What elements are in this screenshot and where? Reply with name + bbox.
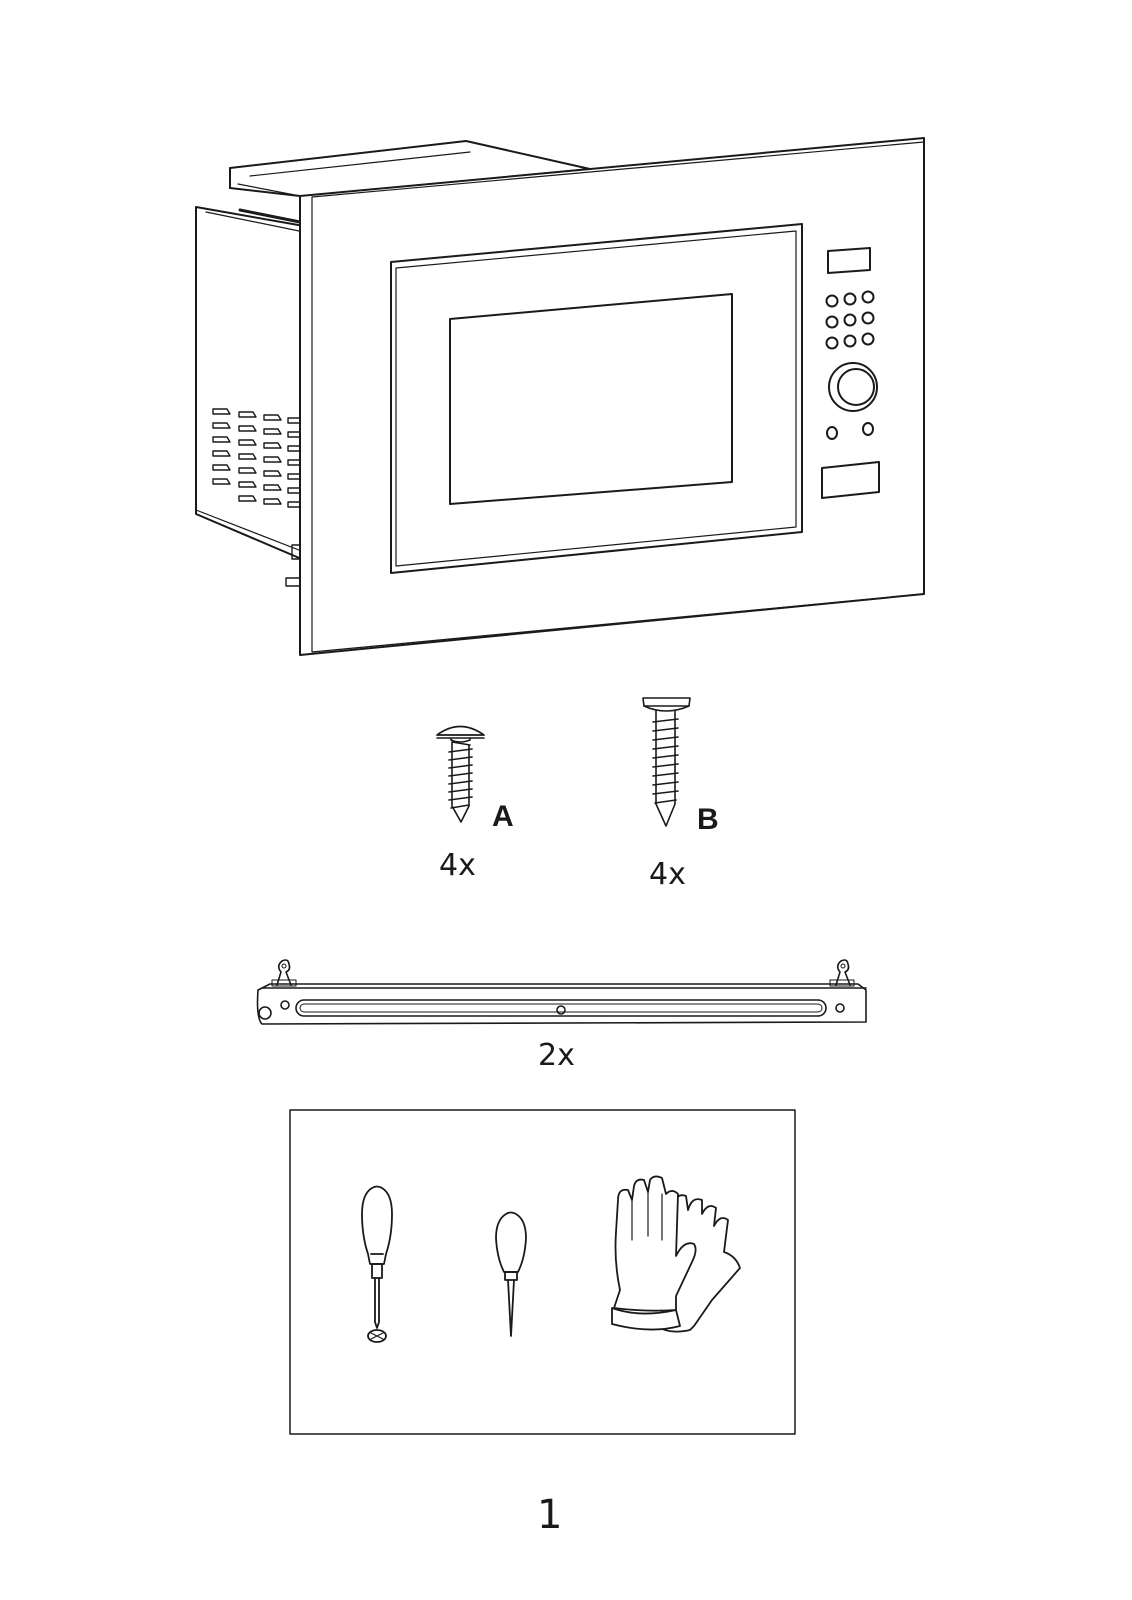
awl-icon xyxy=(496,1213,526,1337)
gloves-icon xyxy=(612,1176,740,1331)
screw-b-quantity: 4x xyxy=(649,857,686,892)
built-in-microwave-illustration xyxy=(196,138,924,655)
screw-a-label: A xyxy=(492,800,514,834)
screw-b-illustration xyxy=(643,698,690,826)
mounting-bracket-illustration xyxy=(258,960,867,1024)
bracket-quantity: 2x xyxy=(538,1038,575,1073)
screw-a-illustration xyxy=(437,727,484,823)
screw-b-label: B xyxy=(697,803,719,837)
page-number: 1 xyxy=(537,1492,562,1538)
phillips-screwdriver-icon xyxy=(362,1187,392,1343)
screw-a-quantity: 4x xyxy=(439,848,476,883)
